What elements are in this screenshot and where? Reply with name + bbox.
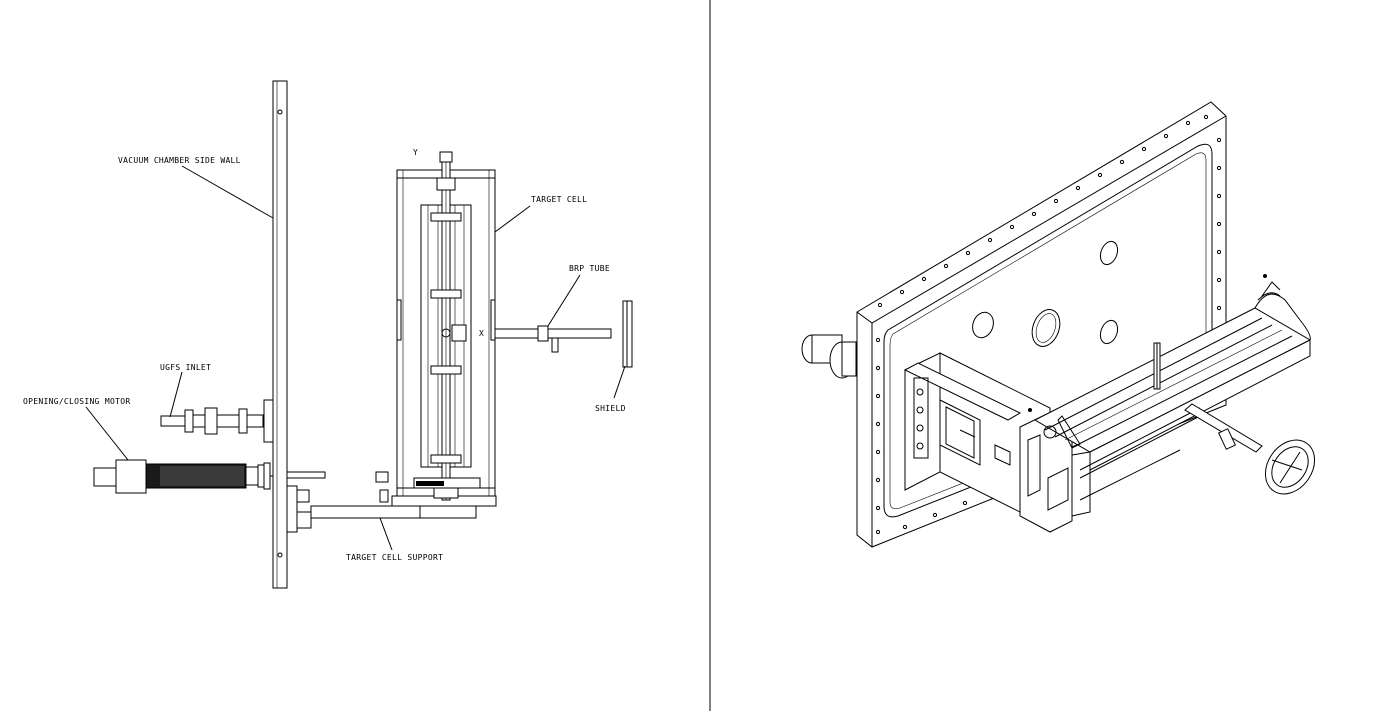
vacuum-chamber-side-wall-label: VACUUM CHAMBER SIDE WALL xyxy=(118,156,241,165)
axis-x-label: X xyxy=(479,329,484,338)
target-cell-label: TARGET CELL xyxy=(531,195,587,204)
leader-lines xyxy=(85,165,626,551)
iso-support-frame xyxy=(903,352,1073,533)
ugfs-inlet-label: UGFS INLET xyxy=(160,363,211,372)
side-view: Y X VACUUM CHAMBER SIDE WALL TARGET CELL… xyxy=(23,80,633,589)
target-cell xyxy=(396,151,496,501)
target-cell-support xyxy=(286,471,497,533)
iso-target-cell xyxy=(1028,274,1312,517)
isometric-view xyxy=(801,101,1316,548)
axis-y-label: Y xyxy=(413,148,418,157)
iso-brp-shield xyxy=(1184,403,1316,495)
brp-tube-label: BRP TUBE xyxy=(569,264,610,273)
shield xyxy=(622,300,633,368)
brp-tube xyxy=(494,325,612,353)
vacuum-chamber-wall xyxy=(272,80,288,589)
opening-closing-motor xyxy=(93,459,273,494)
target-cell-support-label: TARGET CELL SUPPORT xyxy=(346,553,443,562)
shield-label: SHIELD xyxy=(595,404,626,413)
opening-closing-motor-label: OPENING/CLOSING MOTOR xyxy=(23,397,130,406)
ugfs-inlet xyxy=(160,399,274,443)
iso-motor xyxy=(801,334,857,379)
